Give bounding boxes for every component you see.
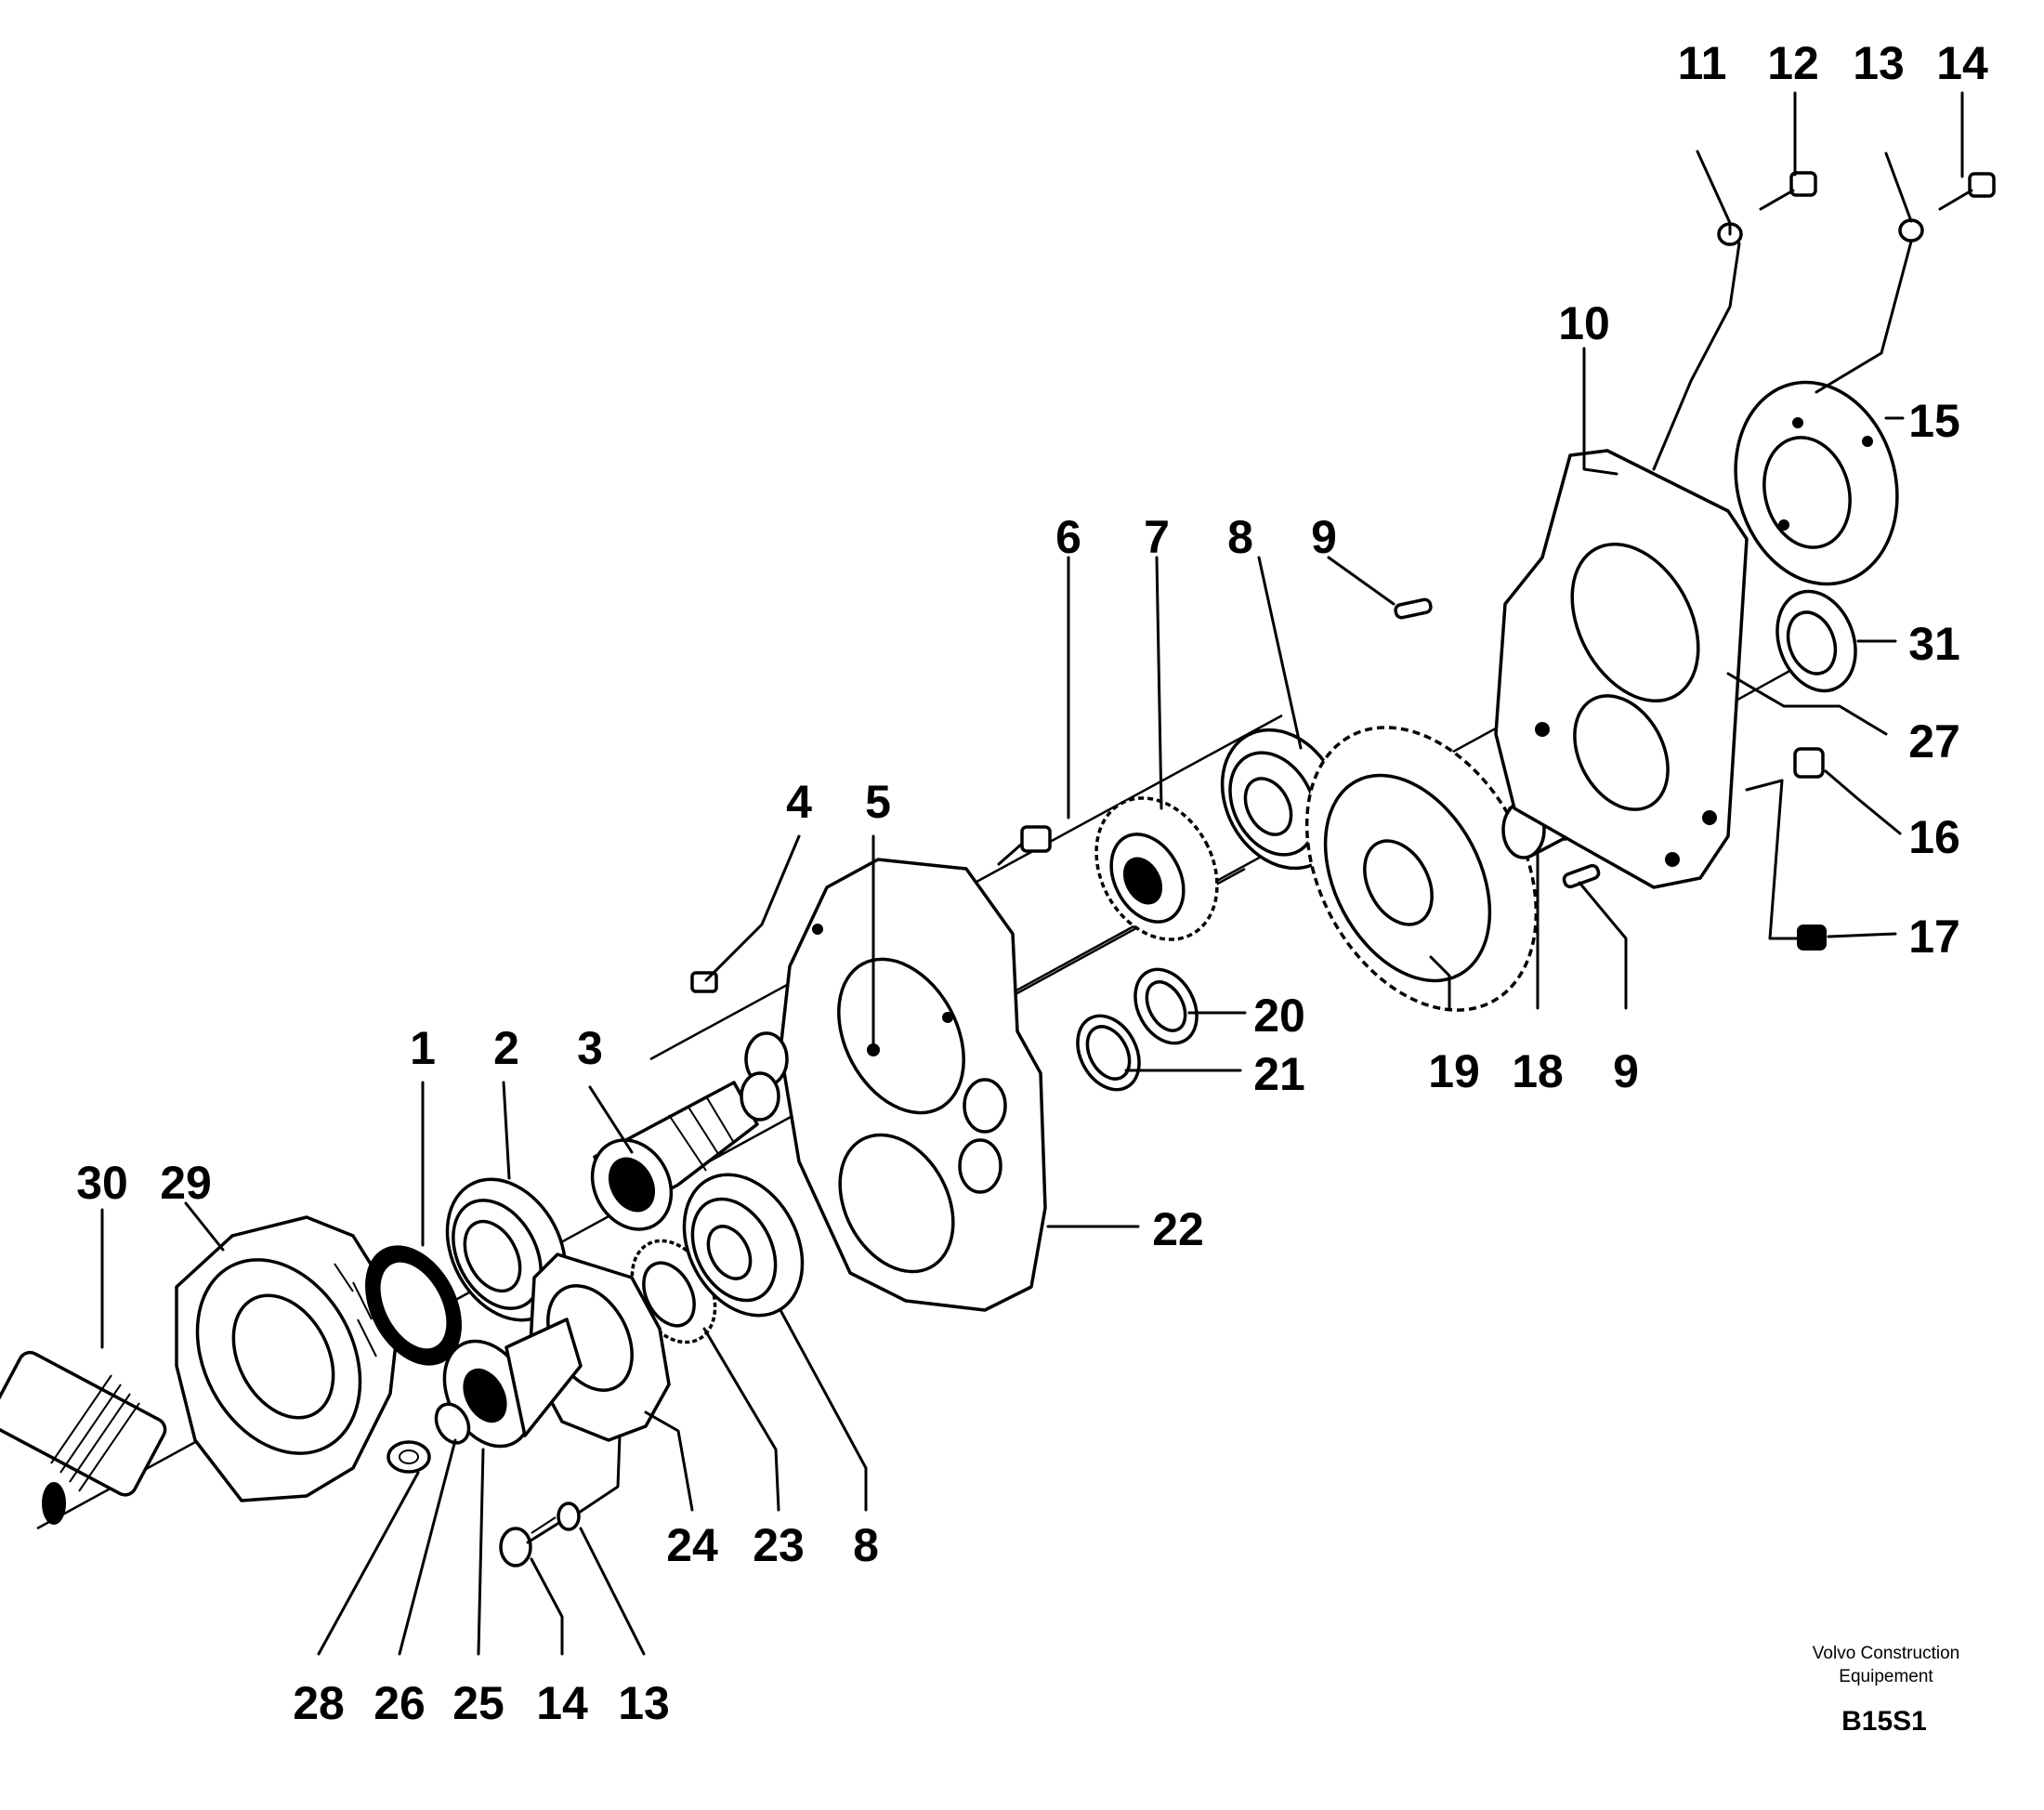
label-23: 23 (753, 1519, 805, 1571)
part-20-ring (1133, 967, 1199, 1045)
label-15: 15 (1908, 395, 1960, 447)
label-7: 7 (1144, 511, 1170, 563)
label-27: 27 (1908, 715, 1960, 767)
label-8-top: 8 (1227, 511, 1253, 563)
label-10: 10 (1558, 297, 1610, 349)
part-10-rear-cover (1494, 449, 1749, 889)
part-7-gear (1094, 796, 1219, 941)
label-3: 3 (577, 1022, 603, 1074)
brand-line-1: Volvo Construction (1813, 1644, 1959, 1663)
part-13-washer-lower (557, 1502, 581, 1531)
label-1: 1 (410, 1022, 436, 1074)
part-12-bolt-top (1759, 171, 1817, 211)
part-16-plug (1793, 747, 1825, 779)
brand-line-2: Equipement (1839, 1667, 1933, 1686)
part-3-shaft (590, 1081, 759, 1231)
part-30-pinion (0, 1350, 167, 1525)
part-14-bolt-lower (499, 1516, 559, 1567)
part-6-bolt (997, 825, 1052, 866)
label-12: 12 (1767, 37, 1819, 89)
part-9-pin-upper (1394, 597, 1433, 620)
label-22: 22 (1152, 1203, 1204, 1255)
label-8-bottom: 8 (853, 1519, 879, 1571)
caption-block: Volvo Construction Equipement B15S1 (1813, 1644, 1959, 1737)
label-17: 17 (1908, 911, 1960, 963)
label-25: 25 (452, 1677, 504, 1729)
part-22-gearcase (740, 858, 1047, 1312)
part-29-housing (175, 1215, 401, 1502)
part-9-pin-lower (1562, 863, 1601, 889)
part-28-washer (387, 1440, 431, 1474)
label-9-bottom: 9 (1613, 1045, 1639, 1097)
label-29: 29 (160, 1157, 212, 1209)
label-14-top: 14 (1936, 37, 1988, 89)
part-labels: 1 2 3 4 5 6 7 8 9 10 11 12 13 14 15 16 1… (76, 37, 1988, 1729)
figure-code: B15S1 (1841, 1706, 1927, 1737)
part-14-bolt-top (1938, 172, 1996, 211)
part-26-circlip (434, 1402, 471, 1445)
label-13-top: 13 (1853, 37, 1905, 89)
part-8-bearing-lower (682, 1173, 805, 1318)
label-5: 5 (865, 776, 891, 828)
label-28: 28 (293, 1677, 345, 1729)
label-13-bottom: 13 (618, 1677, 670, 1729)
part-1-seal (365, 1245, 462, 1366)
part-31-seal (1775, 589, 1857, 693)
part-17-plug (1797, 925, 1827, 951)
part-25-flange (442, 1318, 583, 1449)
label-2: 2 (493, 1022, 519, 1074)
label-30: 30 (76, 1157, 128, 1209)
label-19: 19 (1428, 1045, 1480, 1097)
label-6: 6 (1055, 511, 1081, 563)
label-4: 4 (786, 776, 812, 828)
part-21-washer (1076, 1014, 1141, 1092)
leader-lines (100, 91, 1964, 1656)
label-9-top: 9 (1311, 511, 1337, 563)
part-13-washer-top (1898, 218, 1924, 243)
part-15-bearing-cap (1734, 380, 1899, 586)
label-16: 16 (1908, 811, 1960, 863)
label-24: 24 (666, 1519, 718, 1571)
label-14-bottom: 14 (536, 1677, 588, 1729)
label-18: 18 (1512, 1045, 1564, 1097)
label-26: 26 (373, 1677, 426, 1729)
label-20: 20 (1253, 990, 1305, 1042)
label-31: 31 (1908, 618, 1960, 670)
label-11: 11 (1678, 37, 1727, 89)
label-21: 21 (1253, 1048, 1305, 1100)
